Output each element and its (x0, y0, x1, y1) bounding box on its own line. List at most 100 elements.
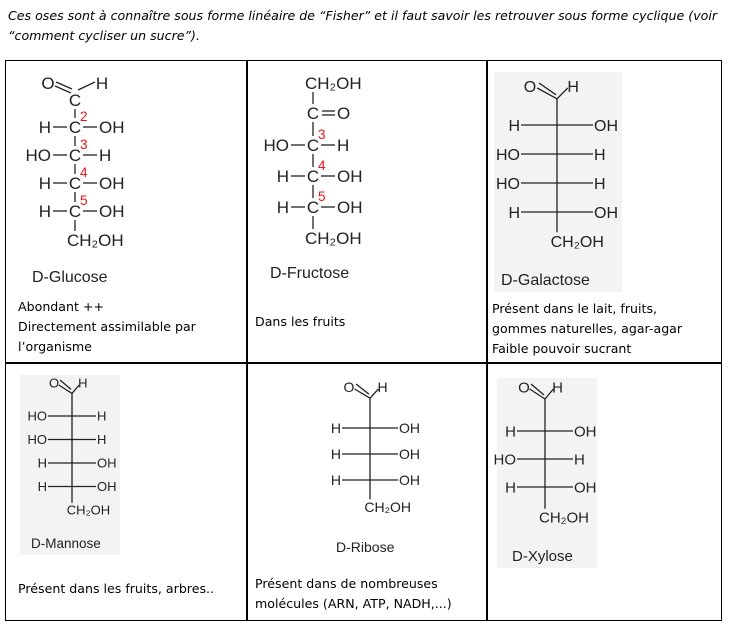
substituent-left: H (39, 118, 51, 137)
double-bond (536, 87, 558, 100)
substituent-right: OH (399, 472, 420, 488)
hydrogen-atom: H (378, 379, 388, 395)
desc-line: Abondant ++ (18, 299, 105, 314)
desc-line: molécules (ARN, ATP, NADH,...) (255, 596, 452, 611)
ch2oh-group: CH₂OH (305, 74, 362, 93)
substituent-left: H (508, 118, 520, 135)
substituent-right: OH (574, 423, 597, 440)
double-bond (59, 379, 72, 390)
desc-line: Directement assimilable par (18, 319, 196, 334)
substituent-left: H (331, 420, 341, 436)
substituent-right: H (97, 432, 106, 447)
bond-line (544, 388, 554, 400)
bond-line (71, 384, 80, 394)
ch2oh-group: CH₂OH (305, 229, 362, 248)
carbon-number: 5 (80, 193, 88, 208)
hydrogen-atom: H (96, 74, 108, 93)
double-bond (58, 384, 73, 394)
hydrogen-atom: H (552, 379, 563, 396)
carbon-atom: C (307, 104, 319, 123)
mannose-image-bg (20, 375, 120, 555)
sugar-name-glucose: D-Glucose (32, 269, 108, 286)
desc-mannose: Présent dans les fruits, arbres.. (18, 579, 214, 599)
carbon-number: 4 (318, 158, 326, 173)
oxygen-atom: O (524, 79, 536, 96)
substituent-left: H (277, 198, 289, 217)
substituent-left: H (38, 456, 47, 471)
substituent-right: H (574, 451, 585, 468)
substituent-right: OH (337, 198, 363, 217)
double-bond (538, 82, 557, 96)
carbon-atom: C (307, 167, 319, 186)
substituent-left: H (38, 479, 47, 494)
ch2oh-group: CH₂OH (364, 499, 411, 515)
substituent-right: OH (574, 479, 597, 496)
carbon-number: 3 (318, 127, 326, 142)
substituent-right: H (594, 176, 606, 193)
substituent-left: H (39, 202, 51, 221)
substituent-right: H (594, 147, 606, 164)
substituent-left: HO (264, 136, 290, 155)
row-divider (5, 362, 722, 364)
desc-line: Présent dans les fruits, arbres.. (18, 581, 215, 596)
sugar-name-galactose: D-Galactose (501, 272, 590, 289)
substituent-right: H (99, 146, 111, 165)
substituent-right: OH (99, 118, 125, 137)
desc-galactose: Présent dans le lait, fruits, gommes nat… (492, 299, 682, 359)
hydrogen-atom: H (78, 376, 87, 391)
substituent-right: OH (99, 202, 125, 221)
substituent-right: OH (97, 479, 117, 494)
bond-line (369, 388, 379, 399)
bond-line (556, 87, 569, 100)
carbon-atom: C (307, 198, 319, 217)
carbon-atom: C (69, 202, 81, 221)
carbon-number: 4 (80, 165, 88, 180)
double-bond (55, 81, 73, 90)
desc-line: Présent dans le lait, fruits, (492, 301, 658, 316)
substituent-left: H (331, 446, 341, 462)
carbon-number: 3 (80, 137, 88, 152)
carbon-atom: C (69, 91, 81, 110)
sugar-name-mannose: D-Mannose (31, 536, 101, 551)
ch2oh-group: CH₂OH (67, 231, 124, 250)
carbon-atom: C (69, 118, 81, 137)
sugars-table (5, 60, 722, 621)
ch2oh-group: CH₂OH (551, 234, 604, 251)
desc-line: Présent dans de nombreuses (255, 576, 438, 591)
bond-line (77, 81, 96, 91)
sugar-name-fructose: D-Fructose (270, 265, 350, 282)
substituent-right: OH (594, 118, 618, 135)
sugar-name-xylose: D-Xylose (512, 548, 573, 565)
intro-text: Ces oses sont à connaître sous forme lin… (8, 8, 718, 43)
double-bond (354, 388, 371, 399)
substituent-right: H (97, 409, 106, 424)
desc-line: Dans les fruits (255, 314, 346, 329)
desc-line: Faible pouvoir sucrant (492, 341, 632, 356)
column-divider (246, 60, 248, 621)
oxygen-atom: O (344, 379, 355, 395)
ch2oh-group: CH₂OH (539, 509, 589, 526)
substituent-left: H (505, 479, 516, 496)
substituent-left: HO (494, 451, 517, 468)
hydrogen-atom: H (567, 79, 579, 96)
carbon-atom: C (69, 146, 81, 165)
substituent-right: OH (99, 174, 125, 193)
substituent-left: H (505, 423, 516, 440)
carbon-number: 2 (80, 109, 88, 124)
desc-line: l’organisme (18, 339, 92, 354)
column-divider (486, 60, 488, 621)
oxygen-atom: O (49, 376, 59, 391)
carbon-atom: C (69, 174, 81, 193)
galactose-image-bg (494, 72, 622, 292)
double-bond (355, 383, 370, 395)
double-bond (530, 383, 545, 396)
substituent-left: H (277, 167, 289, 186)
substituent-left: HO (28, 409, 48, 424)
oxygen-atom: O (337, 104, 350, 123)
substituent-left: H (331, 472, 341, 488)
desc-glucose: Abondant ++ Directement assimilable par … (18, 297, 196, 357)
xylose-image-bg (497, 378, 597, 568)
substituent-right: OH (399, 446, 420, 462)
double-bond (529, 388, 546, 400)
